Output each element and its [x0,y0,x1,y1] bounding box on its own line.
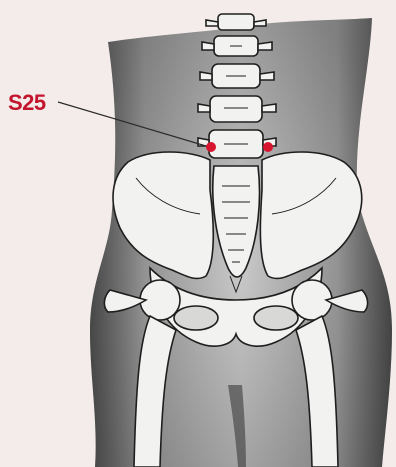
acupoint-label: S25 [8,90,46,116]
acupoint-right [263,142,273,152]
acupoint-left [206,142,216,152]
